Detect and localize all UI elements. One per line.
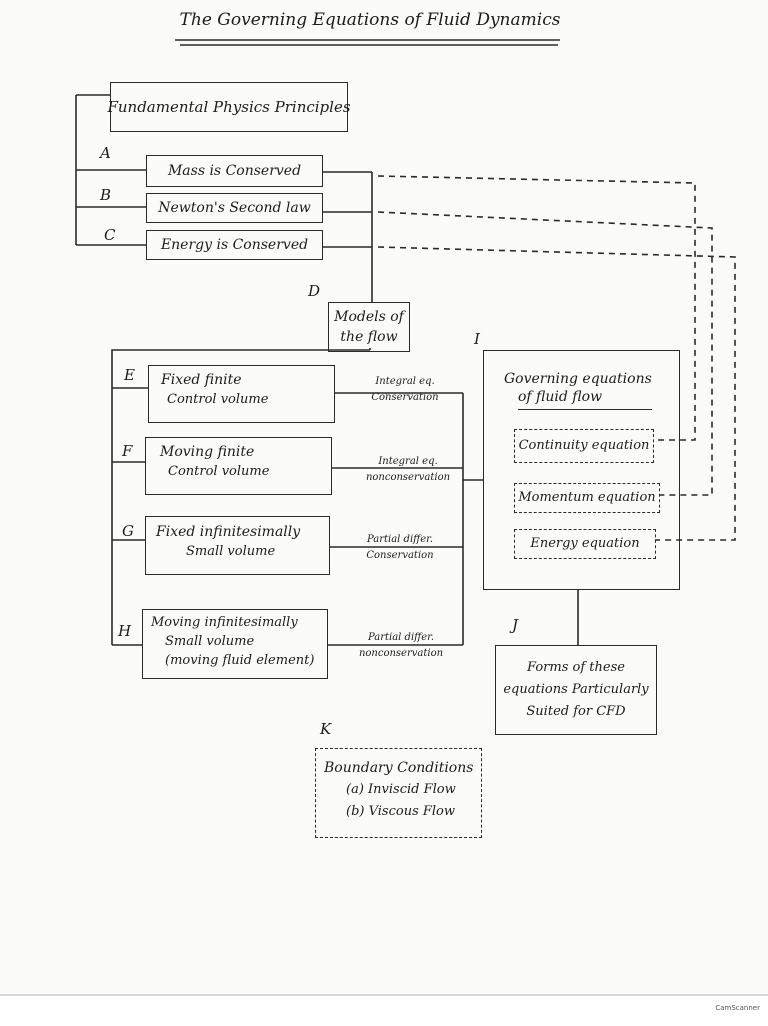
scanner-watermark: CamScanner — [715, 1004, 760, 1012]
fixed-finite-line-1: Fixed finite — [161, 372, 242, 388]
moving-infinitesimal-line-3: (moving fluid element) — [165, 653, 315, 668]
fundamental-principles-label: Fundamental Physics Principles — [107, 98, 351, 116]
eq-f-line-1: Integral eq. — [378, 456, 438, 467]
governing-line-2: of fluid flow — [518, 389, 603, 405]
moving-infinitesimal-line-1: Moving infinitesimally — [151, 615, 298, 630]
cfd-forms-line-1: Forms of these — [527, 660, 625, 675]
newtons-law-label: Newton's Second law — [158, 200, 311, 216]
letter-f: F — [122, 442, 133, 460]
eq-g-line-1: Partial differ. — [366, 534, 434, 545]
models-line-2: the flow — [340, 329, 398, 345]
fixed-infinitesimal-box: Fixed infinitesimally Small volume — [145, 516, 330, 575]
boundary-conditions-box: Boundary Conditions (a) Inviscid Flow (b… — [315, 748, 482, 838]
eq-label-g: Partial differ. Conservation — [350, 534, 450, 562]
letter-k: K — [320, 720, 332, 738]
eq-label-e: Integral eq. Conservation — [355, 376, 455, 404]
letter-c: C — [104, 226, 116, 244]
moving-infinitesimal-line-2: Small volume — [165, 634, 255, 649]
letter-g: G — [122, 522, 134, 540]
letter-a: A — [100, 144, 111, 162]
letter-i: I — [474, 330, 480, 348]
models-of-flow-box: Models of the flow — [328, 302, 410, 352]
momentum-equation-box: Momentum equation — [514, 483, 660, 513]
eq-label-h: Partial differ. nonconservation — [346, 632, 456, 660]
mass-conserved-label: Mass is Conserved — [167, 163, 302, 179]
letter-d: D — [308, 282, 321, 300]
page-title: The Governing Equations of Fluid Dynamic… — [179, 10, 561, 30]
eq-label-f: Integral eq. nonconservation — [353, 456, 463, 484]
models-line-1: Models of — [334, 309, 404, 325]
eq-g-line-2: Conservation — [366, 550, 434, 561]
fixed-infinitesimal-line-2: Small volume — [186, 544, 276, 559]
momentum-equation-label: Momentum equation — [518, 490, 656, 505]
scanner-background — [0, 994, 768, 1026]
letter-e: E — [124, 366, 135, 384]
continuity-equation-box: Continuity equation — [514, 429, 654, 463]
governing-line-1: Governing equations — [504, 371, 652, 387]
fundamental-principles-box: Fundamental Physics Principles — [107, 82, 351, 132]
eq-f-line-2: nonconservation — [365, 472, 451, 483]
letter-j: J — [512, 616, 519, 634]
mass-conserved-box: Mass is Conserved — [146, 155, 323, 187]
boundary-line-1: Boundary Conditions — [324, 760, 474, 776]
letter-b: B — [100, 186, 112, 204]
boundary-line-2: (a) Inviscid Flow — [346, 782, 456, 797]
energy-equation-box: Energy equation — [514, 529, 656, 559]
fixed-infinitesimal-line-1: Fixed infinitesimally — [156, 524, 301, 540]
moving-finite-line-1: Moving finite — [160, 444, 255, 460]
cfd-forms-line-3: Suited for CFD — [526, 704, 626, 719]
energy-conserved-box: Energy is Conserved — [146, 230, 323, 260]
eq-h-line-1: Partial differ. — [367, 632, 435, 643]
eq-e-line-1: Integral eq. — [375, 376, 435, 387]
moving-finite-line-2: Control volume — [168, 464, 270, 479]
governing-divider — [518, 409, 652, 410]
eq-h-line-2: nonconservation — [358, 648, 444, 659]
energy-equation-label: Energy equation — [530, 536, 640, 551]
governing-equations-box: Governing equations of fluid flow Contin… — [483, 350, 680, 590]
cfd-forms-box: Forms of these equations Particularly Su… — [495, 645, 657, 735]
cfd-forms-line-2: equations Particularly — [503, 682, 649, 697]
energy-conserved-label: Energy is Conserved — [160, 237, 309, 253]
letter-h: H — [118, 622, 132, 640]
newtons-law-box: Newton's Second law — [146, 193, 323, 223]
moving-infinitesimal-box: Moving infinitesimally Small volume (mov… — [142, 609, 328, 679]
fixed-finite-line-2: Control volume — [167, 392, 269, 407]
continuity-equation-label: Continuity equation — [518, 438, 650, 453]
fixed-finite-box: Fixed finite Control volume — [148, 365, 335, 423]
eq-e-line-2: Conservation — [371, 392, 439, 403]
boundary-line-3: (b) Viscous Flow — [346, 804, 456, 819]
moving-finite-box: Moving finite Control volume — [145, 437, 332, 495]
